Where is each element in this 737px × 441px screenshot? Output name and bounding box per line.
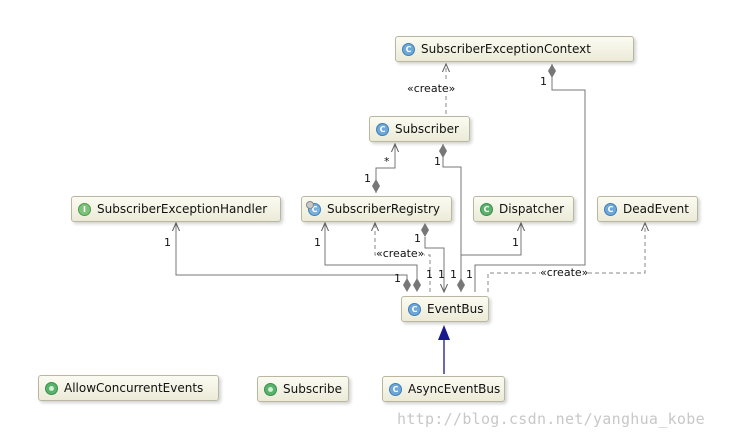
node-subscriber-exception-context[interactable]: C SubscriberExceptionContext bbox=[395, 36, 634, 62]
watermark: http://blog.csdn.net/yanghua_kobe bbox=[397, 410, 705, 428]
label-one: 1 bbox=[540, 75, 547, 88]
label-one: 1 bbox=[466, 268, 473, 281]
node-label: EventBus bbox=[427, 302, 484, 316]
diamond-handler bbox=[403, 278, 411, 292]
annotation-icon bbox=[45, 381, 58, 395]
label-one: 1 bbox=[434, 155, 441, 168]
label-create-deadevent: «create» bbox=[540, 266, 589, 279]
node-label: Dispatcher bbox=[499, 202, 565, 216]
node-subscriber-exception-handler[interactable]: I SubscriberExceptionHandler bbox=[71, 196, 281, 222]
generalization-arrowhead bbox=[438, 325, 450, 340]
class-icon: C bbox=[402, 42, 415, 56]
label-star: * bbox=[384, 155, 390, 168]
label-one: 1 bbox=[394, 272, 401, 285]
node-label: Subscribe bbox=[283, 382, 342, 396]
node-dead-event[interactable]: C DeadEvent bbox=[597, 196, 698, 222]
diamond-registry-bus bbox=[413, 278, 421, 292]
label-one: 1 bbox=[164, 236, 171, 249]
node-event-bus[interactable]: C EventBus bbox=[401, 296, 489, 322]
label-one: 1 bbox=[438, 268, 445, 281]
node-async-event-bus[interactable]: C AsyncEventBus bbox=[382, 376, 505, 402]
edge-eventbus-creates-deadevent bbox=[487, 223, 645, 292]
diamond-dispatcher bbox=[457, 278, 465, 292]
class-icon: C bbox=[604, 202, 617, 216]
node-label: AllowConcurrentEvents bbox=[64, 381, 204, 395]
diamond-registry bbox=[372, 179, 380, 193]
node-subscriber[interactable]: C Subscriber bbox=[369, 116, 470, 142]
node-allow-concurrent-events[interactable]: AllowConcurrentEvents bbox=[38, 375, 219, 401]
label-one: 1 bbox=[314, 236, 321, 249]
node-dispatcher[interactable]: C Dispatcher bbox=[473, 196, 574, 222]
class-icon: C bbox=[408, 302, 421, 316]
label-create-registry: «create» bbox=[376, 247, 425, 260]
diamond-registry-right bbox=[421, 223, 429, 237]
edge-eventbus-handler bbox=[176, 223, 408, 285]
node-label: Subscriber bbox=[395, 122, 459, 136]
edge-context-eventbus bbox=[474, 64, 586, 292]
diamond-subscriber bbox=[439, 144, 447, 158]
node-label: SubscriberExceptionContext bbox=[421, 42, 591, 56]
node-subscriber-registry[interactable]: C SubscriberRegistry bbox=[301, 196, 452, 222]
diamond-context bbox=[548, 64, 556, 78]
label-one: 1 bbox=[450, 268, 457, 281]
edge-eventbus-dispatcher bbox=[460, 223, 521, 285]
label-one: 1 bbox=[414, 232, 421, 245]
label-one: 1 bbox=[364, 172, 371, 185]
label-create-context: «create» bbox=[407, 82, 456, 95]
node-subscribe[interactable]: Subscribe bbox=[257, 376, 349, 402]
annotation-icon bbox=[264, 382, 277, 396]
label-one: 1 bbox=[426, 268, 433, 281]
class-icon: C bbox=[376, 122, 389, 136]
node-label: SubscriberExceptionHandler bbox=[97, 202, 268, 216]
node-label: DeadEvent bbox=[623, 202, 689, 216]
interface-icon: I bbox=[78, 202, 91, 216]
abstract-class-icon: C bbox=[480, 202, 493, 216]
label-one: 1 bbox=[512, 236, 519, 249]
abstract-class-icon: C bbox=[306, 200, 321, 216]
class-icon: C bbox=[389, 382, 402, 396]
node-label: SubscriberRegistry bbox=[327, 202, 441, 216]
node-label: AsyncEventBus bbox=[408, 382, 501, 396]
edge-registry-eventbus bbox=[424, 237, 444, 292]
edge-eventbus-registry bbox=[325, 223, 418, 285]
